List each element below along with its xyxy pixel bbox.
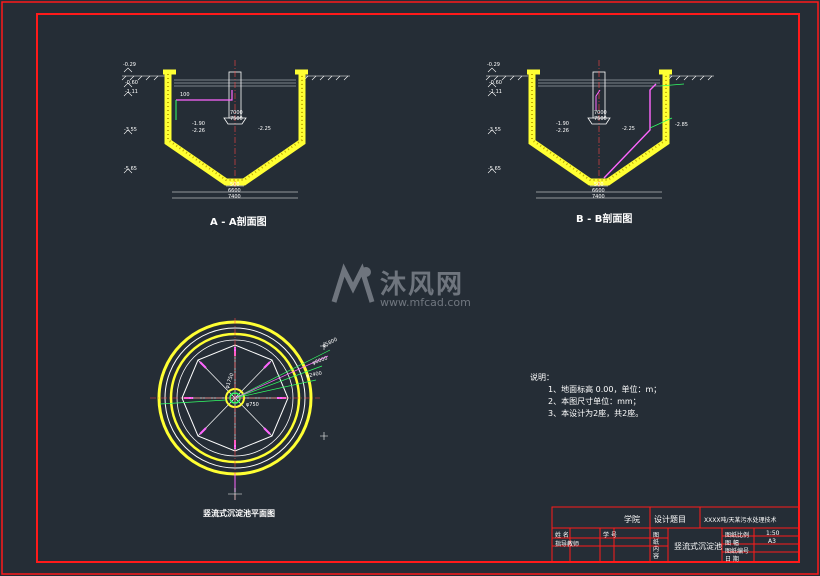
section-a-a (121, 60, 350, 199)
design-notes: 说明： 1、地面标高 0.00，单位：m； 2、本图尺寸单位：mm； 3、本设计… (530, 372, 661, 420)
section-b-dim-top-2: 7500 (594, 116, 607, 122)
plan-dim-5: φ750 (246, 402, 259, 408)
tb-design-topic-label: 设计题目 (654, 515, 686, 524)
section-b-elev-1: -0.29 (487, 62, 500, 68)
section-a-title: A - A剖面图 (210, 217, 267, 228)
section-b-title: B - B剖面图 (576, 214, 633, 225)
tb-sheet-value: A3 (768, 538, 776, 545)
plan-title: 竖流式沉淀池平面图 (203, 509, 275, 518)
tb-design-topic-value: XXXX吨/天某污水处理技术 (704, 517, 777, 524)
section-a-elev-4: -3.55 (124, 127, 137, 133)
mfcad-logo-icon (331, 263, 375, 303)
tb-drawing-name: 竖流式沉淀池 (674, 542, 722, 551)
section-a-elev-2: -0.60 (125, 80, 138, 86)
section-a-inner-3: -2.25 (258, 126, 271, 132)
title-block (551, 506, 800, 563)
section-a-dim-top-2: 7000 (230, 110, 243, 116)
section-b-dim-top-1: 7000 (594, 110, 607, 116)
section-b-elev-4: -3.55 (488, 127, 501, 133)
section-b-inner-4: -2.85 (675, 122, 688, 128)
section-a-dim-3: 7400 (228, 194, 241, 200)
tb-name-label: 姓 名 (555, 532, 569, 539)
section-a-elev-3: -1.11 (125, 89, 138, 95)
section-a-inner-2: -2.26 (192, 128, 205, 134)
notes-item-1: 1、地面标高 0.00，单位：m； (548, 385, 662, 394)
section-a-elev-5: -5.65 (124, 166, 137, 172)
section-b-dim-1: 500 (594, 182, 604, 188)
tb-scale-label: 图纸比例 (725, 532, 750, 539)
notes-item-3: 3、本设计为2座，共2座。 (548, 409, 644, 418)
tb-number-label: 图纸编号 (725, 548, 750, 555)
notes-heading: 说明： (530, 373, 554, 382)
tb-scale-value: 1:50 (766, 530, 780, 537)
tb-drawing-label: 图纸内容 (653, 532, 660, 560)
section-b-elev-2: -0.60 (489, 80, 502, 86)
notes-item-2: 2、本图尺寸单位：mm； (548, 397, 641, 406)
inner-frame (36, 13, 800, 563)
section-b-elev-3: -1.11 (489, 89, 502, 95)
tb-student-id: 学 号 (603, 532, 617, 539)
section-b-elev-5: -5.65 (488, 166, 501, 172)
section-a-dim-top-1: 100 (180, 92, 190, 98)
watermark: 沐风网 www.mfcad.com (330, 262, 500, 314)
tb-name-label2: 指导教师 (555, 541, 580, 548)
tb-date-label: 日 期 (725, 556, 739, 563)
section-b-inner-2: -2.26 (556, 128, 569, 134)
plan-view (150, 318, 331, 500)
section-b-dim-2: 6600 (592, 188, 605, 194)
tb-sheet-label: 图 幅 (725, 540, 739, 547)
section-b-inner-3: -2.25 (622, 126, 635, 132)
watermark-url: www.mfcad.com (380, 296, 471, 309)
section-a-elev-1: -0.29 (123, 62, 136, 68)
section-b-inner-1: -1.90 (556, 121, 569, 127)
section-a-dim-1: 500 (230, 182, 240, 188)
section-b-dim-3: 7400 (592, 194, 605, 200)
watermark-title: 沐风网 (380, 270, 465, 300)
section-a-dim-top-3: 7500 (230, 116, 243, 122)
section-a-inner-1: -1.90 (192, 121, 205, 127)
section-b-b (485, 60, 714, 199)
tb-school: 学院 (624, 515, 640, 524)
section-a-dim-2: 6600 (228, 188, 241, 194)
